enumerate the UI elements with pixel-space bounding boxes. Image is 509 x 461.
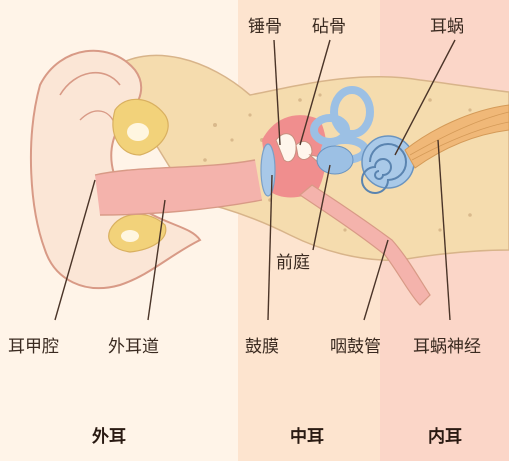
eardrum-leader [267,174,273,321]
section-outer-ear: 外耳 [92,426,126,447]
label-incus: 砧骨 [312,17,346,37]
incus-bone [295,141,313,160]
label-cochlea: 耳蜗 [430,17,464,37]
label-concha: 耳甲腔 [8,337,59,357]
bone-texture [203,93,472,232]
label-malleus: 锤骨 [248,17,282,37]
concha-leader [54,179,96,321]
cochlear-nerve-leader [437,139,451,321]
incus-leader [299,39,331,146]
ear-canal-shape [95,160,262,215]
label-ear-canal: 外耳道 [108,337,159,357]
helix-fold [59,71,121,96]
section-middle-ear: 中耳 [290,426,324,447]
label-cochlear-nerve: 耳蜗神经 [413,337,481,357]
vestibule-leader [312,164,331,251]
nerve-fibers [409,111,509,161]
ear-canal-leader [147,199,166,321]
label-eustachian-tube: 咽鼓管 [330,337,381,357]
eustachian-tube-shape [298,184,431,306]
cartilage-highlight-upper [127,123,149,141]
label-vestibule: 前庭 [276,253,310,273]
ear-canal-lower-wall [99,199,263,216]
cartilage-highlight-lower [121,230,139,242]
cochlear-nerve-shape [404,104,509,169]
malleus-leader [273,39,281,146]
section-inner-ear: 内耳 [428,426,462,447]
ear-canal-upper-wall [94,159,256,176]
vestibule-shape [316,145,354,175]
label-eardrum: 鼓膜 [245,337,279,357]
eardrum-shape [260,143,276,197]
cochlea-leader [394,39,456,156]
eustachian-tube-leader [363,239,389,321]
